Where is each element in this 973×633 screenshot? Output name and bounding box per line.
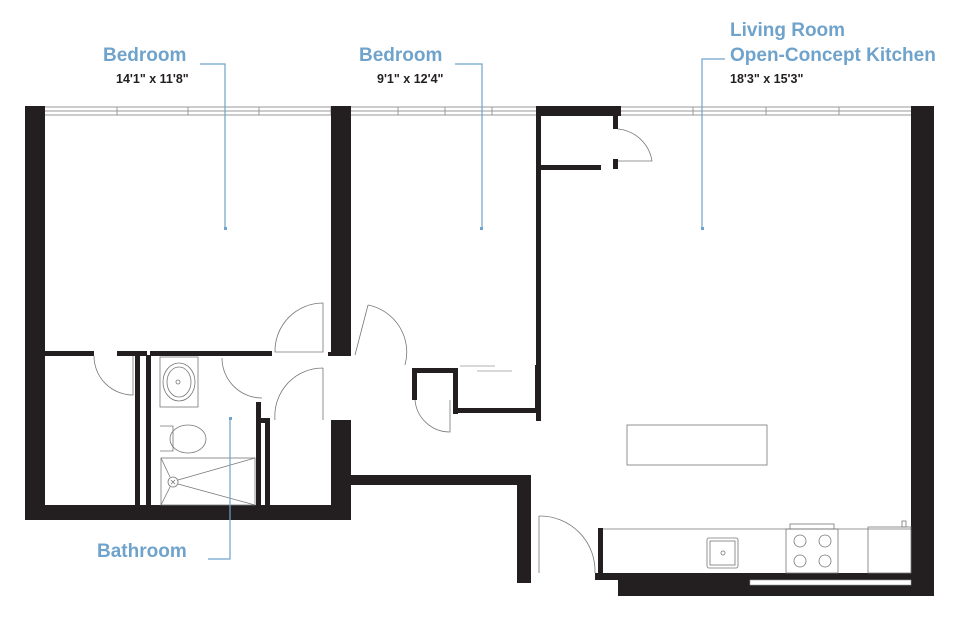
living-room-dimensions: 18'3" x 15'3" [730,72,804,86]
bedroom-2-label: Bedroom [359,45,443,66]
walls [25,106,934,596]
leader-lines [200,58,725,560]
vanity [159,356,199,408]
closet-rod [460,365,512,372]
room-markers [224,227,704,420]
bathroom-label: Bathroom [97,541,187,562]
sink-icon [162,362,196,402]
kitchen-sink-icon [706,537,739,569]
bedroom-1-label: Bedroom [103,45,187,66]
shower [160,457,256,506]
fridge-icon [867,526,912,574]
kitchen-label: Open-Concept Kitchen [730,45,936,66]
windows [43,106,913,116]
living-room-label: Living Room [730,20,846,41]
stove-icon [785,528,839,574]
kitchen-counter [603,520,912,574]
toilet-tank [160,425,174,452]
bathroom-fixtures [159,356,256,506]
window-sill [749,579,912,586]
toilet-icon [169,424,207,454]
bedroom-1-dimensions: 14'1" x 11'8" [116,72,189,86]
kitchen-island [626,424,768,466]
doors [93,128,653,574]
bedroom-2-dimensions: 9'1" x 12'4" [377,72,444,86]
